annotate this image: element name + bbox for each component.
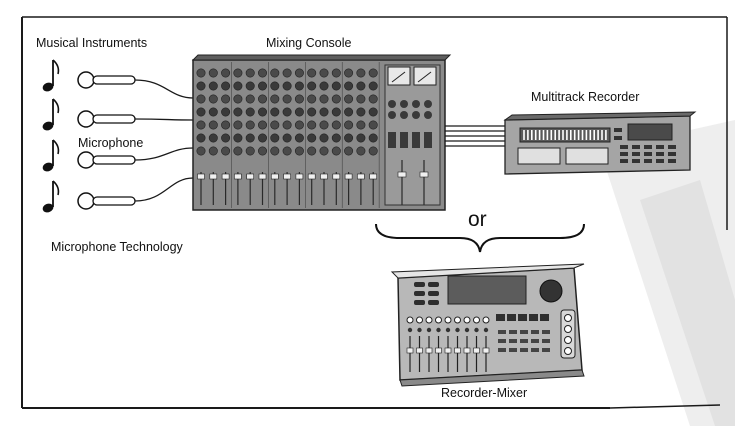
label-or: or [468, 208, 487, 231]
brace-icon [375, 223, 585, 253]
label-mixing-console: Mixing Console [266, 36, 352, 50]
diagram-frame [21, 16, 728, 409]
music-note-icon [42, 59, 60, 213]
multitrack-cable [445, 125, 505, 147]
mixing-console-icon [191, 54, 452, 211]
microphone-icon [77, 71, 136, 210]
label-musical-instruments: Musical Instruments [36, 36, 148, 50]
label-recorder-mixer: Recorder-Mixer [441, 386, 528, 400]
recorder-mixer-icon [390, 263, 585, 387]
background-watermark [600, 120, 735, 426]
label-multitrack-recorder: Multitrack Recorder [531, 90, 640, 104]
label-microphone-technology: Microphone Technology [51, 240, 183, 254]
label-microphone: Microphone [78, 136, 144, 150]
mic-cables [134, 79, 194, 202]
multitrack-recorder-icon [503, 111, 697, 175]
